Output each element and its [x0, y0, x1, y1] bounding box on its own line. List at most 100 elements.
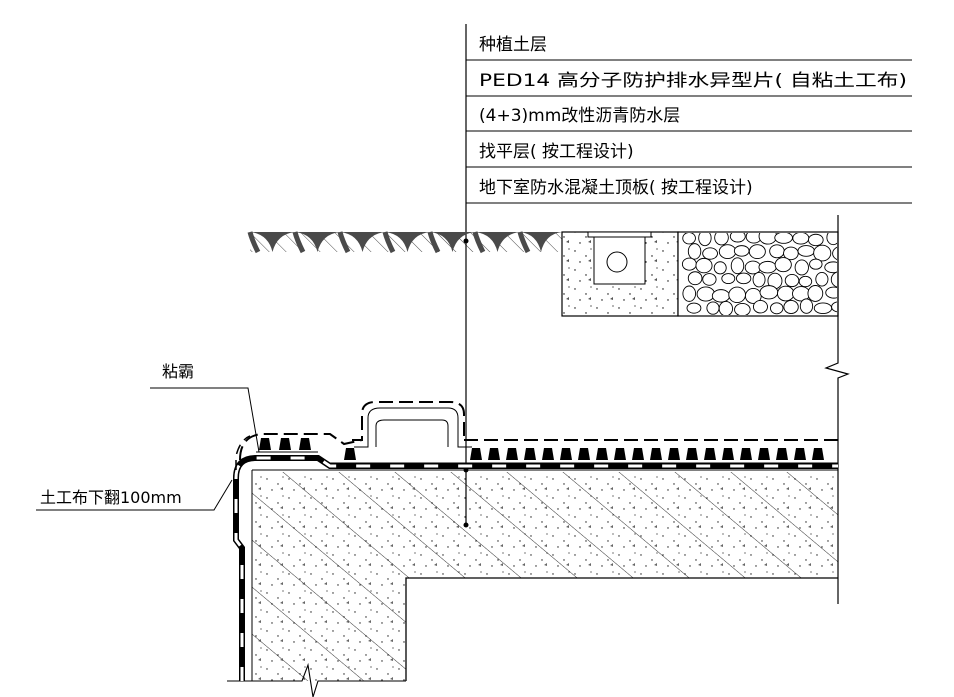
soil-scallop-edge	[292, 231, 306, 254]
soil-scallop	[250, 232, 295, 252]
gravel-stone	[769, 244, 785, 259]
drainage-stud	[740, 448, 752, 460]
drainage-stud	[722, 448, 734, 460]
gravel-stone	[792, 233, 810, 245]
callout-adhesive: 粘霸	[150, 362, 260, 453]
drainage-stud	[614, 448, 626, 460]
gravel-stone	[711, 289, 731, 303]
gravel-stone	[815, 271, 829, 287]
drain-channel	[561, 231, 679, 317]
gravel-stone	[826, 233, 837, 246]
gravel-stone	[729, 233, 746, 243]
gravel-stone	[830, 271, 837, 288]
soil-scallop	[475, 232, 520, 252]
drainage-stud	[632, 448, 644, 460]
gravel-stone	[798, 275, 813, 288]
drainage-stud	[560, 448, 572, 460]
soil-scallop-edge	[427, 231, 441, 254]
gravel-stone	[696, 286, 715, 302]
gravel-stone	[706, 301, 720, 315]
layer-legend: 种植土层 PED14 高分子防护排水异型片( 自粘土工布) (4+3)mm改性沥…	[463, 24, 912, 528]
drain-cover-profile	[235, 401, 838, 470]
gravel-stone	[774, 257, 792, 273]
gravel-stone	[730, 257, 745, 275]
gravel-stone	[770, 302, 784, 315]
drainage-stud	[470, 448, 482, 460]
gravel-stone	[794, 259, 809, 276]
gravel-stone	[752, 271, 766, 288]
legend-planting-soil: 种植土层	[479, 35, 547, 55]
callout-geotextile-fold: 土工布下翻100mm	[36, 479, 233, 511]
gravel-stone	[718, 244, 737, 260]
drainage-stud	[668, 448, 680, 460]
gravel-stone	[807, 285, 824, 302]
break-line-right	[824, 215, 850, 604]
gravel-stone	[713, 261, 727, 275]
gravel-stone	[813, 302, 833, 314]
gravel-stone	[748, 244, 766, 260]
soil-scallop	[385, 232, 430, 252]
drainage-stud	[776, 448, 788, 460]
gravel-stone	[702, 273, 717, 286]
drainage-stud	[344, 448, 356, 460]
adhesive-label: 粘霸	[162, 362, 194, 381]
gravel-stone	[774, 233, 793, 244]
drainage-stud	[758, 448, 770, 460]
gravel-stone	[681, 257, 697, 271]
soil-scallop-edge	[337, 231, 351, 254]
gravel-stone	[825, 286, 837, 299]
gravel-stone	[682, 285, 697, 302]
drain-pipe-icon	[606, 251, 628, 273]
gravel-stone	[777, 285, 795, 302]
drainage-stud	[506, 448, 518, 460]
legend-leveling-layer: 找平层( 按工程设计)	[479, 142, 634, 162]
waterproof-membrane-layer	[233, 455, 838, 681]
drainage-stud	[812, 448, 824, 460]
drainage-stud	[650, 448, 662, 460]
gravel-stone	[797, 245, 815, 257]
gravel-stone	[735, 272, 752, 285]
gravel-stone	[733, 245, 750, 257]
gravel-stone	[686, 302, 702, 314]
soil-scallop	[295, 232, 340, 252]
gravel-stone	[698, 233, 712, 247]
gravel-stone	[809, 258, 823, 270]
gravel-stone	[783, 300, 799, 314]
gravel-stone	[832, 246, 837, 261]
gravel-stone	[752, 300, 768, 314]
soil-scallop-edge	[517, 231, 531, 254]
gravel-stone	[758, 260, 777, 274]
gravel-stone	[682, 233, 696, 245]
drainage-stud	[259, 438, 271, 450]
gravel-stone	[695, 257, 713, 274]
legend-waterproof-membrane: (4+3)mm改性沥青防水层	[479, 106, 680, 126]
gravel-stone	[687, 271, 703, 286]
gravel-stone	[813, 244, 832, 262]
soil-scallop	[520, 232, 562, 252]
drainage-sheet-layer	[256, 438, 838, 464]
gravel-stone	[721, 273, 736, 284]
soil-scallop-edge	[382, 231, 396, 254]
drainage-stud	[299, 438, 311, 450]
drainage-stud	[686, 448, 698, 460]
concrete-roof-slab	[227, 469, 838, 697]
drainage-stud	[524, 448, 536, 460]
drainage-stud	[578, 448, 590, 460]
gravel-stone	[744, 260, 762, 275]
drainage-stud	[704, 448, 716, 460]
planting-soil-layer	[247, 231, 562, 254]
gravel-stone	[799, 298, 814, 314]
gravel-stone	[702, 247, 718, 260]
gravel-stone	[808, 233, 824, 247]
drainage-stud	[794, 448, 806, 460]
legend-drainage-sheet: PED14 高分子防护排水异型片( 自粘土工布)	[479, 71, 907, 91]
gravel-stone	[734, 302, 751, 315]
gravel-stone	[759, 285, 779, 300]
gravel-stone	[687, 243, 702, 260]
gravel-stone	[718, 300, 734, 315]
gravel-stone	[758, 233, 778, 245]
drainage-stud	[279, 438, 291, 450]
soil-scallop	[430, 232, 475, 252]
drainage-stud	[488, 448, 500, 460]
